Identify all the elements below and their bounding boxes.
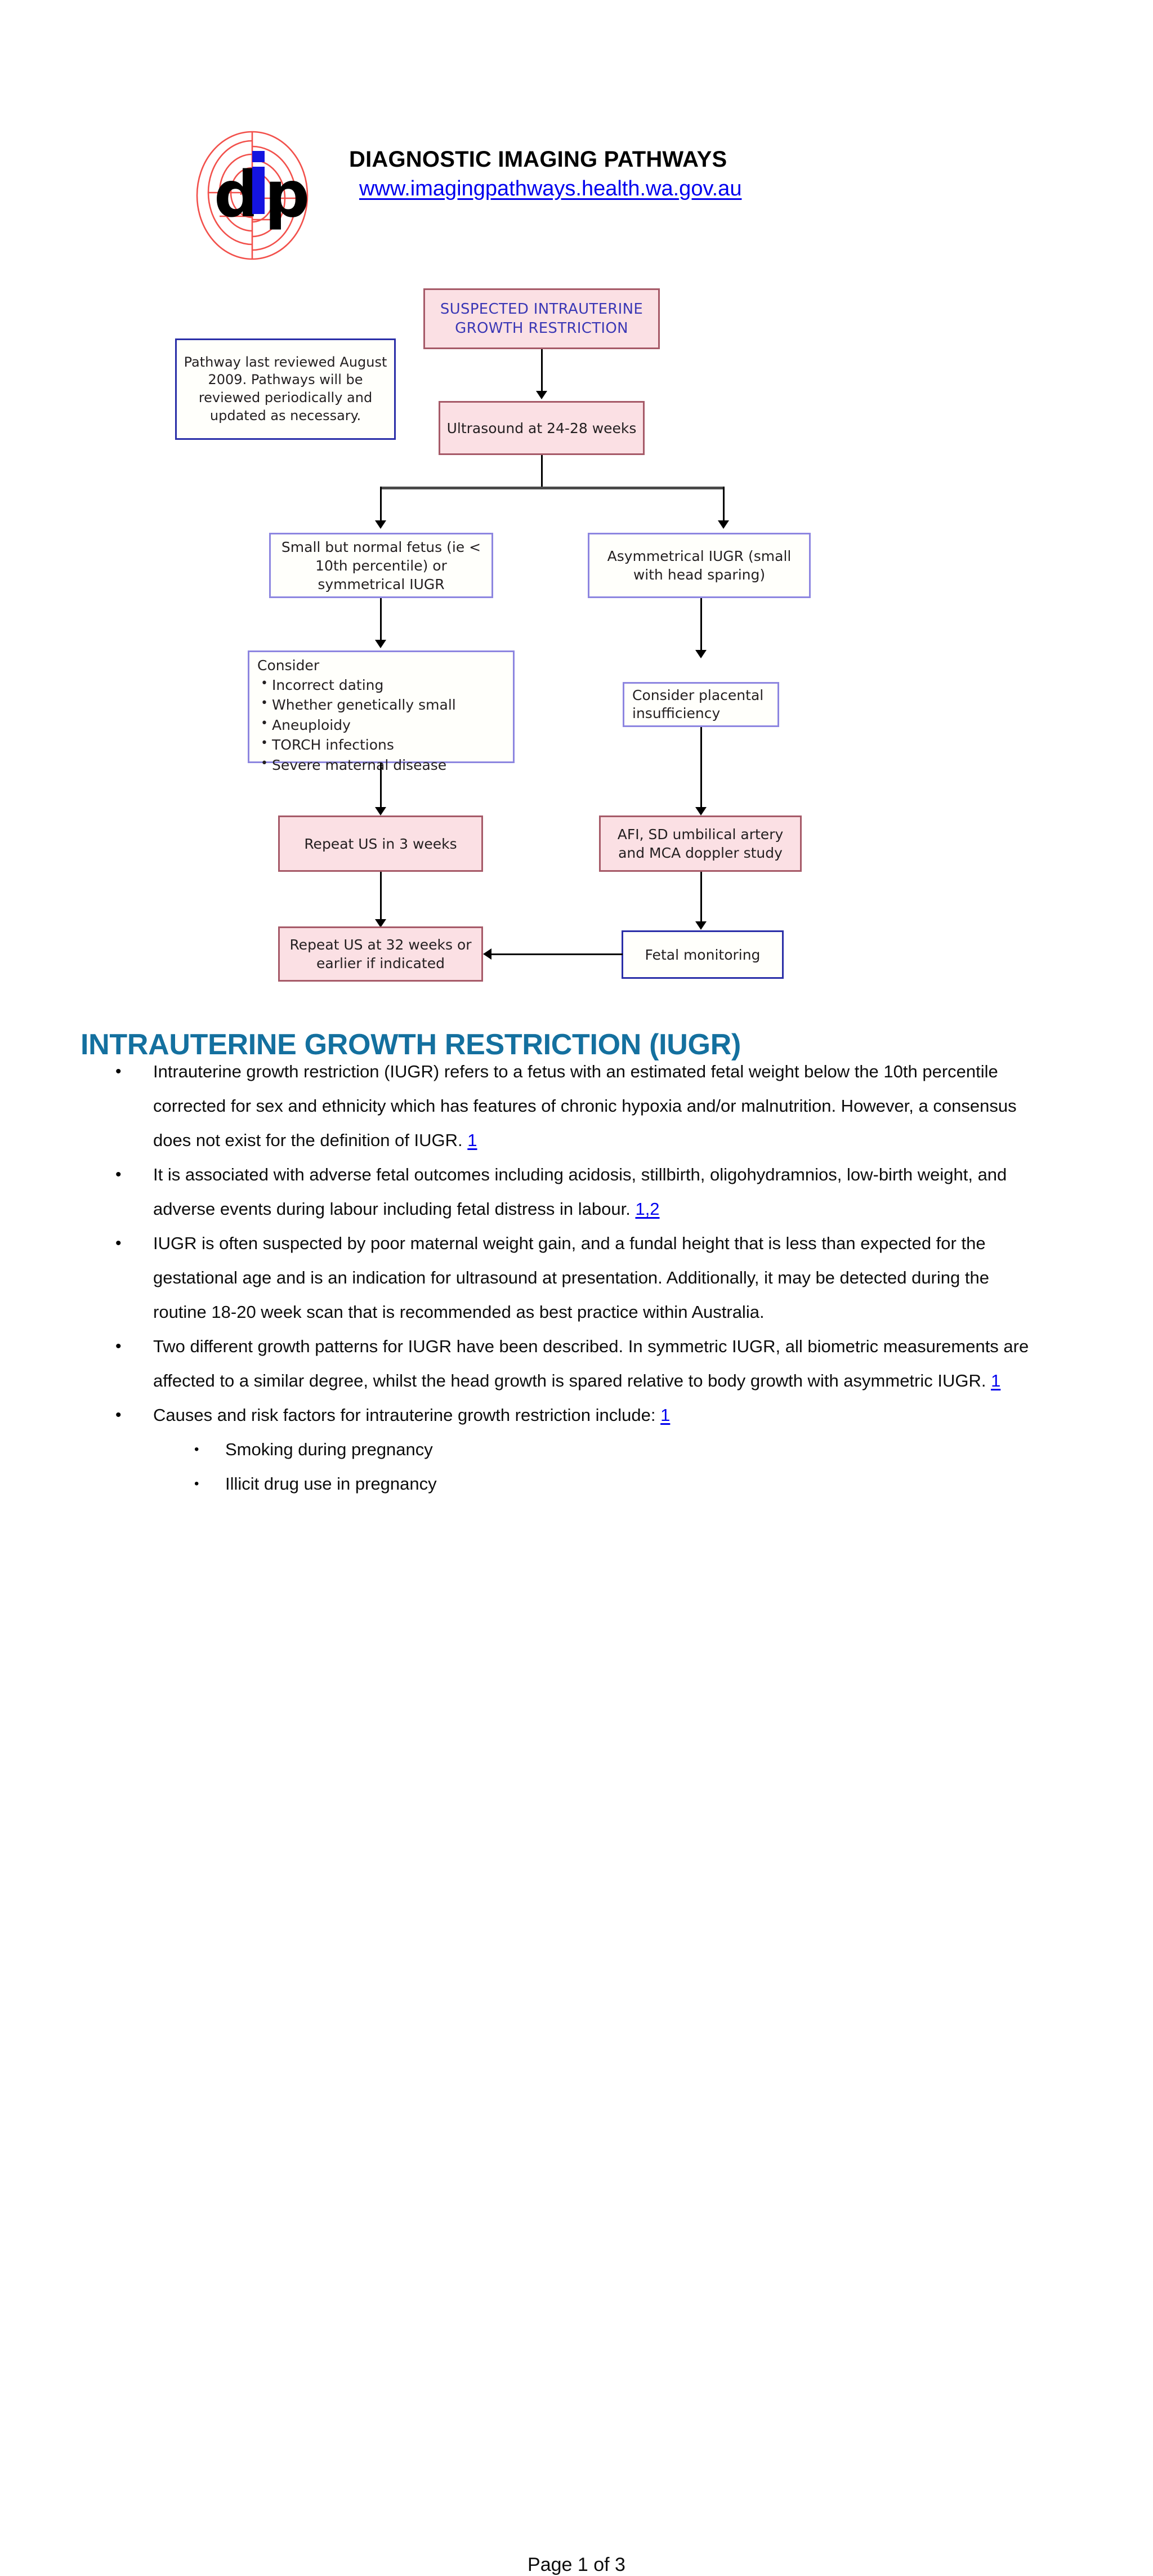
- consider-title: Consider: [257, 657, 320, 674]
- list-item-text: Smoking during pregnancy: [225, 1439, 433, 1459]
- logo-letter-i-dot: [252, 151, 265, 162]
- consider-placental-insufficiency-box: Consider placental insufficiency: [623, 682, 779, 727]
- bullet-glyph: •: [115, 1165, 122, 1184]
- connector-ultrasound-down: [541, 455, 543, 488]
- small-but-normal-fetus-label: Small but normal fetus (ie < 10th percen…: [281, 538, 481, 592]
- placental-insufficiency-label: Consider placental insufficiency: [632, 687, 764, 722]
- iugr-pathway-flowchart: Pathway last reviewed August 2009. Pathw…: [0, 270, 1153, 991]
- connector-placental-to-doppler: [700, 727, 702, 812]
- list-item: • Illicit drug use in pregnancy: [0, 1467, 1126, 1501]
- connector-split-left-down: [380, 487, 382, 525]
- list-item: • Smoking during pregnancy: [0, 1432, 1126, 1467]
- suspected-iugr-box: SUSPECTED INTRAUTERINE GROWTH RESTRICTIO…: [423, 288, 660, 349]
- bullet-glyph: •: [194, 1442, 199, 1457]
- list-item-body: Intrauterine growth restriction (IUGR) r…: [153, 1062, 1017, 1150]
- connector-fetal-to-repeat32: [490, 953, 623, 955]
- dip-logo: d p: [181, 131, 323, 260]
- list-item: • It is associated with adverse fetal ou…: [0, 1157, 1054, 1226]
- fetal-monitoring-box: Fetal monitoring: [622, 930, 784, 979]
- consider-list-item: Severe maternal disease: [261, 755, 507, 776]
- consider-list-item: Incorrect dating: [261, 675, 507, 696]
- connector-consider-to-repeat3: [380, 763, 382, 812]
- connector-right-to-placental: [700, 598, 702, 654]
- organisation-title: DIAGNOSTIC IMAGING PATHWAYS: [349, 147, 727, 172]
- small-but-normal-fetus-box: Small but normal fetus (ie < 10th percen…: [269, 533, 493, 598]
- list-item-text: Illicit drug use in pregnancy: [225, 1474, 437, 1494]
- list-item-text: Causes and risk factors for intrauterine…: [153, 1398, 1045, 1432]
- arrowhead-to-repeat32: [375, 919, 386, 928]
- list-item-text: It is associated with adverse fetal outc…: [153, 1157, 1045, 1226]
- repeat-us-3-weeks-box: Repeat US in 3 weeks: [278, 815, 483, 872]
- arrowhead-to-left-branch: [375, 520, 386, 529]
- repeat-us-3-weeks-label: Repeat US in 3 weeks: [304, 835, 457, 852]
- asymmetrical-iugr-box: Asymmetrical IUGR (small with head spari…: [588, 533, 811, 598]
- logo-letter-i: [252, 167, 265, 214]
- consider-list-item: TORCH infections: [261, 734, 507, 755]
- consider-list: Incorrect dating Whether genetically sma…: [257, 675, 507, 776]
- fetal-monitoring-label: Fetal monitoring: [645, 946, 761, 963]
- connector-split-bar: [380, 487, 725, 489]
- header-text-block: DIAGNOSTIC IMAGING PATHWAYS www.imagingp…: [349, 146, 968, 201]
- arrowhead-to-repeat32-left: [483, 948, 491, 960]
- list-item-body: It is associated with adverse fetal outc…: [153, 1165, 1007, 1219]
- asymmetrical-iugr-label: Asymmetrical IUGR (small with head spari…: [607, 548, 792, 583]
- arrowhead-to-repeat3: [375, 807, 386, 815]
- arrowhead-to-ultrasound: [536, 391, 547, 399]
- connector-left-to-consider: [380, 598, 382, 644]
- arrowhead-to-placental: [695, 650, 707, 658]
- ultrasound-24-28-weeks-box: Ultrasound at 24-28 weeks: [439, 401, 645, 455]
- bullet-list: • Intrauterine growth restriction (IUGR)…: [0, 1054, 1153, 1501]
- dip-logo-icon: d p: [196, 131, 310, 260]
- bullet-glyph: •: [115, 1062, 122, 1081]
- list-item-body: Two different growth patterns for IUGR h…: [153, 1336, 1029, 1390]
- list-item-body: IUGR is often suspected by poor maternal…: [153, 1233, 989, 1322]
- consider-list-item: Whether genetically small: [261, 694, 507, 715]
- list-item: • Intrauterine growth restriction (IUGR)…: [0, 1054, 1054, 1157]
- organisation-url-link[interactable]: www.imagingpathways.health.wa.gov.au: [359, 177, 742, 200]
- connector-repeat3-to-repeat32: [380, 872, 382, 924]
- list-item-text: IUGR is often suspected by poor maternal…: [153, 1226, 1045, 1329]
- afi-sd-doppler-label: AFI, SD umbilical artery and MCA doppler…: [617, 826, 784, 861]
- pathway-review-note-box: Pathway last reviewed August 2009. Pathw…: [175, 338, 396, 440]
- bullet-glyph: •: [115, 1406, 122, 1424]
- connector-split-right-down: [723, 487, 725, 525]
- afi-sd-doppler-study-box: AFI, SD umbilical artery and MCA doppler…: [599, 815, 802, 872]
- reference-link[interactable]: 1: [991, 1371, 1001, 1390]
- list-item-text: Two different growth patterns for IUGR h…: [153, 1329, 1045, 1398]
- connector-suspected-to-ultrasound: [541, 349, 543, 395]
- bullet-glyph: •: [194, 1476, 199, 1491]
- ultrasound-label: Ultrasound at 24-28 weeks: [446, 420, 637, 436]
- reference-link[interactable]: 1: [660, 1405, 671, 1425]
- logo-letter-p: p: [265, 158, 310, 231]
- list-item-text: Intrauterine growth restriction (IUGR) r…: [153, 1054, 1045, 1157]
- arrowhead-to-doppler: [695, 807, 707, 815]
- bullet-glyph: •: [115, 1337, 122, 1356]
- page-number-footer: Page 1 of 3: [528, 2554, 625, 2575]
- bullet-glyph: •: [115, 1234, 122, 1253]
- list-item: • IUGR is often suspected by poor matern…: [0, 1226, 1054, 1329]
- arrowhead-to-right-branch: [718, 520, 729, 529]
- repeat-us-32-weeks-box: Repeat US at 32 weeks or earlier if indi…: [278, 926, 483, 982]
- repeat-us-32-weeks-label: Repeat US at 32 weeks or earlier if indi…: [289, 937, 472, 971]
- arrowhead-to-consider: [375, 640, 386, 648]
- reference-link[interactable]: 1,2: [635, 1199, 660, 1219]
- arrowhead-to-fetal: [695, 921, 707, 930]
- list-item: • Two different growth patterns for IUGR…: [0, 1329, 1054, 1398]
- logo-letter-d: d: [214, 158, 259, 231]
- pathway-review-note-text: Pathway last reviewed August 2009. Pathw…: [184, 354, 387, 424]
- reference-link[interactable]: 1: [467, 1130, 477, 1150]
- list-item: • Causes and risk factors for intrauteri…: [0, 1398, 1054, 1432]
- suspected-iugr-label: SUSPECTED INTRAUTERINE GROWTH RESTRICTIO…: [440, 300, 643, 337]
- list-item-body: Causes and risk factors for intrauterine…: [153, 1405, 661, 1425]
- page-title: INTRAUTERINE GROWTH RESTRICTION (IUGR): [81, 1028, 741, 1061]
- consider-list-item: Aneuploidy: [261, 715, 507, 736]
- connector-doppler-to-fetal: [700, 872, 702, 926]
- consider-differential-box: Consider Incorrect dating Whether geneti…: [248, 650, 515, 773]
- document-header: d p DIAGNOSTIC IMAGING PATHWAYS www.imag…: [0, 125, 1153, 266]
